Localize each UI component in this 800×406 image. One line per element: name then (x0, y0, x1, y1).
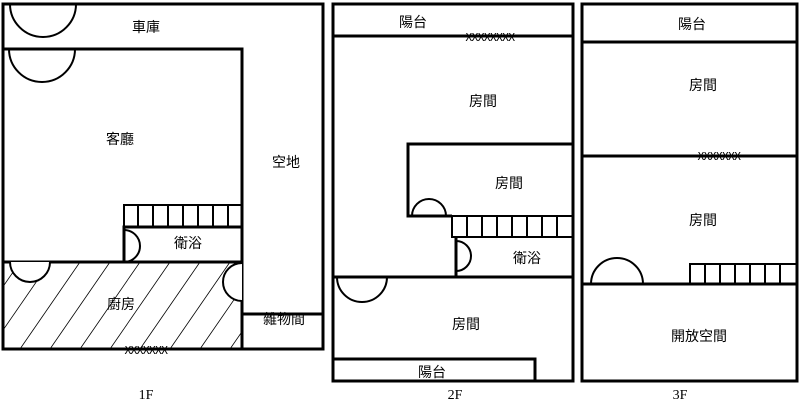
stair-treads-3f (704, 264, 781, 284)
floor-label-2f: 2F (448, 388, 463, 403)
label-open-lot: 空地 (272, 155, 300, 171)
stair-treads-2f (466, 216, 558, 237)
label-bathroom-2f: 衛浴 (513, 251, 541, 267)
door-arc-kitchen-right (222, 262, 243, 302)
label-room-a-2f: 房間 (469, 94, 497, 110)
label-room-c-2f: 房間 (452, 317, 480, 333)
floor-2f: 陽台 XXXXXXXX 房間 房間 衛浴 房間 陽台 2F (331, 2, 575, 403)
door-arc-bathroom-2f (455, 240, 472, 272)
floor-3f-outline (580, 2, 799, 383)
label-balcony-top-2f: 陽台 (399, 15, 427, 31)
floor-1f: 車庫 客廳 空地 衛浴 廚房 雜物間 XXXXXXX 1F (1, 2, 325, 403)
marker-1f: XXXXXXX (125, 344, 169, 357)
label-kitchen: 廚房 (107, 296, 135, 313)
balcony-bottom-wall-2f (333, 357, 537, 381)
label-room-a-3f: 房間 (689, 78, 717, 94)
marker-3f: XXXXXXX (698, 150, 742, 163)
door-arc-bathroom-1f (123, 229, 141, 263)
label-room-b-2f: 房間 (495, 176, 523, 192)
label-balcony-3f: 陽台 (678, 17, 706, 33)
marker-2f: XXXXXXXX (466, 31, 516, 44)
floor-2f-outline (331, 2, 575, 383)
label-open-space-3f: 開放空間 (671, 329, 727, 345)
label-garage: 車庫 (132, 19, 160, 36)
label-balcony-bottom-2f: 陽台 (418, 365, 446, 381)
floor-label-1f: 1F (139, 388, 154, 403)
label-living-room: 客廳 (106, 131, 134, 148)
door-arc-entrance (9, 3, 77, 38)
stair-treads-1f (137, 205, 229, 227)
label-bathroom-1f: 衛浴 (174, 236, 202, 252)
door-arc-room-b-2f (411, 198, 447, 217)
door-arc-living (8, 48, 76, 83)
door-arc-room-c-2f (336, 276, 388, 303)
label-room-b-3f: 房間 (689, 213, 717, 229)
floor-label-3f: 3F (673, 388, 688, 403)
floor-3f: 陽台 房間 XXXXXXX 房間 開放空間 3F (580, 2, 799, 403)
room-b-wall-2f (406, 142, 573, 218)
door-arc-kitchen-left (9, 261, 51, 283)
stairs-3f (689, 263, 798, 285)
floor-1f-outline (1, 2, 325, 351)
label-storage: 雜物間 (263, 312, 305, 328)
door-arc-room-b-3f (590, 257, 644, 285)
kitchen-hatch (4, 262, 243, 349)
